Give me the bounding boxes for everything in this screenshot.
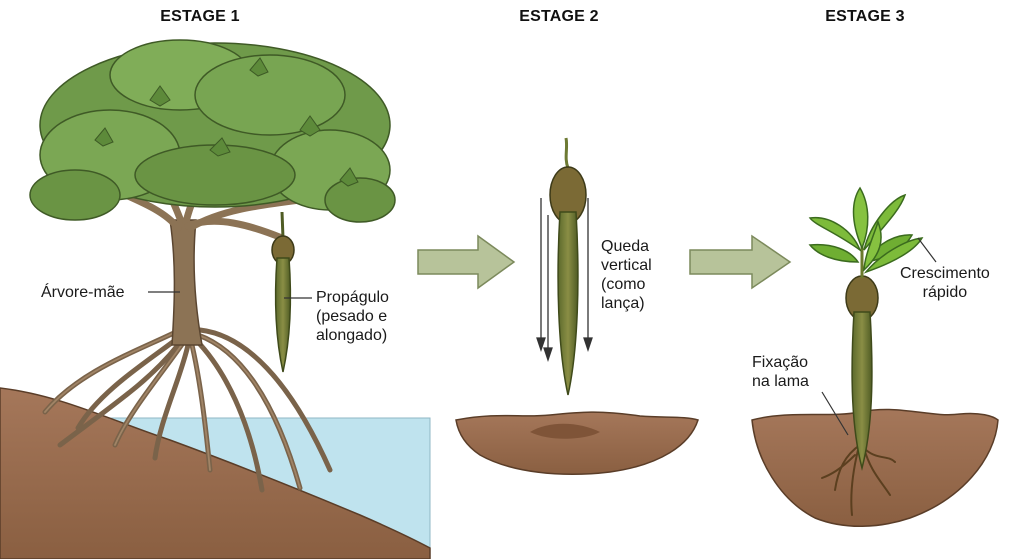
stage-2-title: ESTAGE 2 [519, 8, 599, 25]
hanging-propagule [271, 211, 295, 373]
label-growth: Crescimento rápido [900, 264, 990, 302]
label-fall-line1: Queda [601, 238, 650, 255]
label-fall-line4: lança) [601, 295, 645, 312]
fall-motion-lines [536, 198, 593, 363]
propagule-body [557, 211, 579, 396]
tree-canopy [29, 39, 396, 223]
label-anchoring-line1: Fixação [752, 354, 809, 371]
stage-3-title: ESTAGE 3 [825, 8, 905, 25]
canopy-leaves [94, 57, 359, 187]
arrow-stage2-to-stage3 [689, 234, 792, 290]
tree-trunk [169, 219, 203, 346]
label-mother-tree: Árvore-mãe [41, 284, 125, 301]
propagule-stem [564, 137, 570, 169]
label-propagule: Propágulo (pesado e alongado) [316, 288, 389, 345]
label-anchoring-line2: na lama [752, 373, 809, 390]
seedling-leaves [808, 186, 924, 278]
label-fall-line2: vertical [601, 257, 652, 274]
mud-bank [0, 387, 431, 559]
leader-growth [917, 237, 937, 263]
stage-1-scene [0, 39, 431, 559]
stage-2-scene [455, 137, 699, 476]
label-anchoring: Fixação na lama [752, 353, 809, 391]
seedling-stem [851, 311, 873, 471]
impact-dent [530, 423, 600, 439]
arrow-stage1-to-stage2 [417, 234, 516, 290]
label-fall: Queda vertical (como lança) [601, 237, 652, 313]
leader-anchoring [821, 391, 849, 436]
stage-1-title: ESTAGE 1 [160, 8, 240, 25]
stage-3-scene [751, 186, 999, 527]
mud-patch-stage3 [751, 408, 999, 527]
mud-patch-stage2 [455, 411, 699, 476]
label-growth-line1: Crescimento [900, 265, 990, 282]
label-growth-line2: rápido [922, 284, 968, 301]
label-propagule-line1: Propágulo [316, 289, 389, 306]
label-propagule-line2: (pesado e [316, 308, 388, 325]
label-fall-line3: (como [601, 276, 646, 293]
label-propagule-line3: alongado) [316, 327, 388, 344]
